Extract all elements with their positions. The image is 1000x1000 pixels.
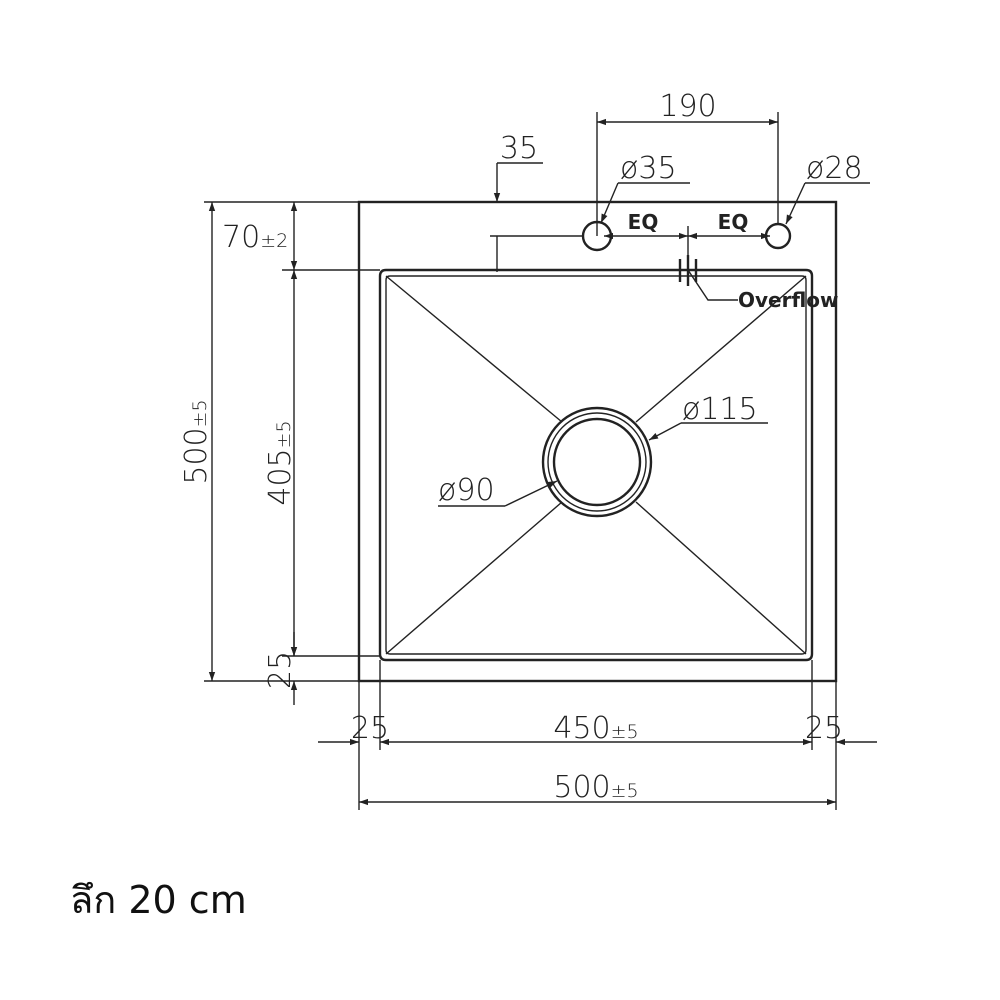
back-ledge-label: 70 [222, 220, 260, 255]
outer-depth-tolerance: ±5 [189, 399, 211, 427]
diagonal-bottom-right [635, 501, 807, 655]
eq-left-label: EQ [628, 210, 659, 234]
leader-tap-hole: ø35 [600, 151, 690, 224]
dimension-inner-width: 25 450±5 25 [318, 711, 877, 746]
leader-drain-outer: ø115 [648, 392, 768, 441]
left-extension-lines [204, 201, 380, 682]
outer-width-tolerance: ±5 [611, 780, 639, 802]
overflow-label: Overflow [738, 288, 839, 312]
front-ledge-label: 25 [263, 651, 298, 689]
inner-width-label: 450 [553, 711, 610, 746]
dimension-inner-depth: 405±5 [263, 270, 298, 656]
top-spacing-label: 190 [659, 89, 716, 124]
sink-outline [357, 200, 838, 683]
drain-outer-circle [541, 406, 653, 518]
left-margin-label: 25 [351, 711, 389, 746]
dimension-top-spacing: 190 [596, 89, 779, 236]
outer-width-label: 500 [553, 770, 610, 805]
inner-depth-tolerance: ±5 [273, 420, 295, 448]
depth-note: ลึก 20 cm [70, 878, 247, 922]
tap-hole-label: ø35 [620, 151, 677, 186]
right-margin-label: 25 [805, 711, 843, 746]
outer-depth-label: 500 [179, 427, 214, 484]
outer-width-text: 500±5 [553, 770, 638, 805]
diagonal-top-left [385, 275, 563, 423]
inner-depth-text: 405±5 [263, 420, 298, 505]
tap-offset-label: 35 [500, 131, 538, 166]
bottom-extension-lines [358, 660, 837, 810]
inner-width-tolerance: ±5 [611, 721, 639, 743]
dimension-front-ledge: 25 [263, 632, 298, 705]
dimension-outer-depth: 500±5 [179, 202, 216, 681]
diagonal-bottom-left [385, 501, 563, 655]
dimension-outer-width: 500±5 [359, 770, 836, 806]
inner-bowl-offset [385, 275, 807, 655]
outer-rim [357, 200, 838, 683]
eq-right-label: EQ [718, 210, 749, 234]
dimension-back-ledge: 70±2 [222, 202, 298, 270]
drain-outer-label: ø115 [682, 392, 758, 427]
diagonal-top-right [635, 275, 807, 423]
drain [541, 406, 653, 518]
dimension-tap-offset: 35 [493, 131, 543, 272]
drain-inner-label: ø90 [438, 473, 495, 508]
inner-depth-label: 405 [263, 448, 298, 505]
inner-bowl [378, 268, 814, 662]
leader-soap-hole: ø28 [785, 151, 870, 225]
dimension-eq: EQ EQ [490, 210, 770, 258]
overflow: Overflow [678, 255, 839, 312]
drain-middle-circle [547, 412, 647, 512]
back-ledge-tolerance: ±2 [260, 230, 288, 252]
soap-hole-label: ø28 [806, 151, 863, 186]
drain-inner-circle [552, 417, 642, 507]
inner-width-text: 450±5 [553, 711, 638, 746]
leader-drain-inner: ø90 [438, 473, 558, 508]
outer-depth-text: 500±5 [179, 399, 214, 484]
back-ledge-text: 70±2 [222, 220, 288, 255]
